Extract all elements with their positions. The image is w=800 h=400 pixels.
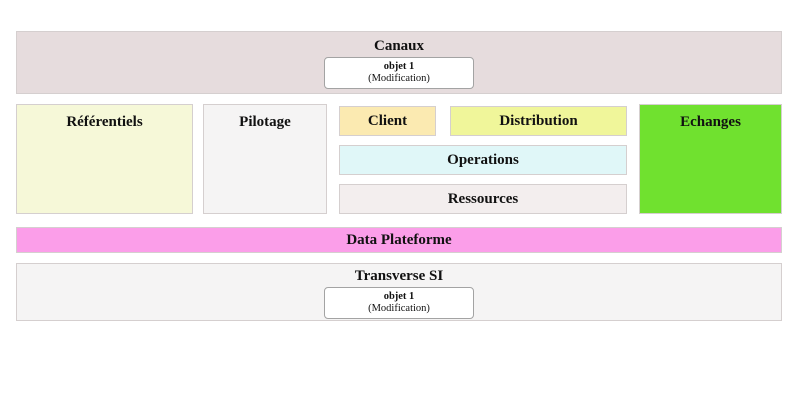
transverse-object-subtitle: (Modification) [368,303,430,315]
zone-referentiels-title: Référentiels [66,114,143,130]
zone-distribution-title: Distribution [499,112,578,129]
transverse-object-card[interactable]: objet 1 (Modification) [324,287,474,320]
zone-operations-title: Operations [447,151,519,168]
transverse-object-title: objet 1 [383,290,415,302]
canaux-object-subtitle: (Modification) [368,73,430,85]
zone-client[interactable]: Client [339,106,436,136]
zone-canaux[interactable]: Canaux objet 1 (Modification) [16,31,782,94]
zone-data-plateforme-title: Data Plateforme [346,231,452,248]
diagram-canvas: Canaux objet 1 (Modification) Référentie… [16,31,782,321]
middle-row: Référentiels Pilotage Client Distributio… [16,104,782,214]
zone-echanges[interactable]: Echanges [639,104,782,214]
canaux-object-card[interactable]: objet 1 (Modification) [324,57,474,90]
zone-referentiels[interactable]: Référentiels [16,104,193,214]
zone-client-title: Client [367,112,408,129]
zone-pilotage[interactable]: Pilotage [203,104,327,214]
zone-pilotage-title: Pilotage [239,114,291,130]
canaux-object-title: objet 1 [383,60,415,72]
zone-canaux-title: Canaux [373,38,425,54]
zone-data-plateforme[interactable]: Data Plateforme [16,227,782,253]
zone-transverse-si[interactable]: Transverse SI objet 1 (Modification) [16,263,782,321]
core-top-row: Client Distribution [339,106,627,136]
zone-echanges-title: Echanges [680,114,741,130]
zone-ressources-title: Ressources [447,190,519,207]
zone-distribution[interactable]: Distribution [450,106,627,136]
core-column: Client Distribution Operations Ressource… [339,104,627,214]
zone-transverse-si-title: Transverse SI [354,268,444,284]
zone-ressources[interactable]: Ressources [339,184,627,214]
zone-operations[interactable]: Operations [339,145,627,175]
